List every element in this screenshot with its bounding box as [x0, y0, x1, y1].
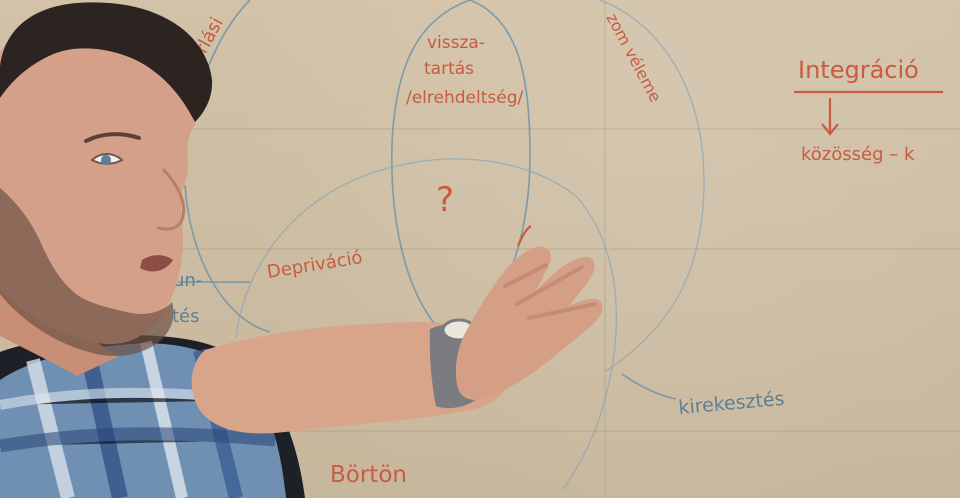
presenter-hair [0, 2, 213, 122]
presenter-nose [156, 168, 186, 231]
pointer-line-bottom-right [621, 373, 677, 400]
community-text: közösség – k [801, 144, 915, 165]
presenter-beard [0, 188, 174, 357]
top-center-line-1: vissza- [427, 33, 485, 53]
paper-fold-line-bottom [180, 430, 960, 432]
paper-fold-line-vertical [604, 0, 606, 498]
top-right-arc-text: zom véleme [602, 10, 665, 105]
paper-fold-line-middle [180, 248, 960, 250]
center-top-circle [390, 0, 471, 331]
top-center-line-3: /elrehdeltség/ [406, 88, 524, 108]
right-large-circle [599, 0, 705, 373]
kirekesztes-text: kirekesztés [678, 388, 786, 419]
presenter-brow [84, 132, 141, 143]
left-edge-text-2: tés [172, 306, 200, 327]
presenter-figure [0, 2, 603, 498]
presenter-shirt-stripe-h2 [0, 427, 276, 453]
center-circle-left [235, 158, 577, 339]
center-circle-right [561, 195, 618, 491]
mark-near-hand [516, 225, 532, 247]
depravacio-text: Depriváció [265, 247, 363, 283]
presenter-hand [455, 246, 603, 400]
left-edge-text-1: un- [173, 270, 202, 291]
presenter-mouth [140, 255, 173, 272]
top-center-line-2: tartás [424, 59, 474, 79]
presenter-fingers-shadow [503, 263, 597, 320]
presenter-iris [101, 155, 111, 165]
question-mark-text: ? [436, 180, 454, 220]
presenter-shirt-stripe-2 [79, 346, 128, 498]
paper-fold-line-top [180, 128, 960, 130]
integracio-title: Integráció [798, 56, 919, 84]
bortson-text: Börtön [330, 462, 407, 488]
presenter-shirt-stripe-1 [26, 358, 75, 498]
arrow-down-head [821, 123, 839, 136]
presenter-shirt-stripe-3 [140, 340, 188, 498]
